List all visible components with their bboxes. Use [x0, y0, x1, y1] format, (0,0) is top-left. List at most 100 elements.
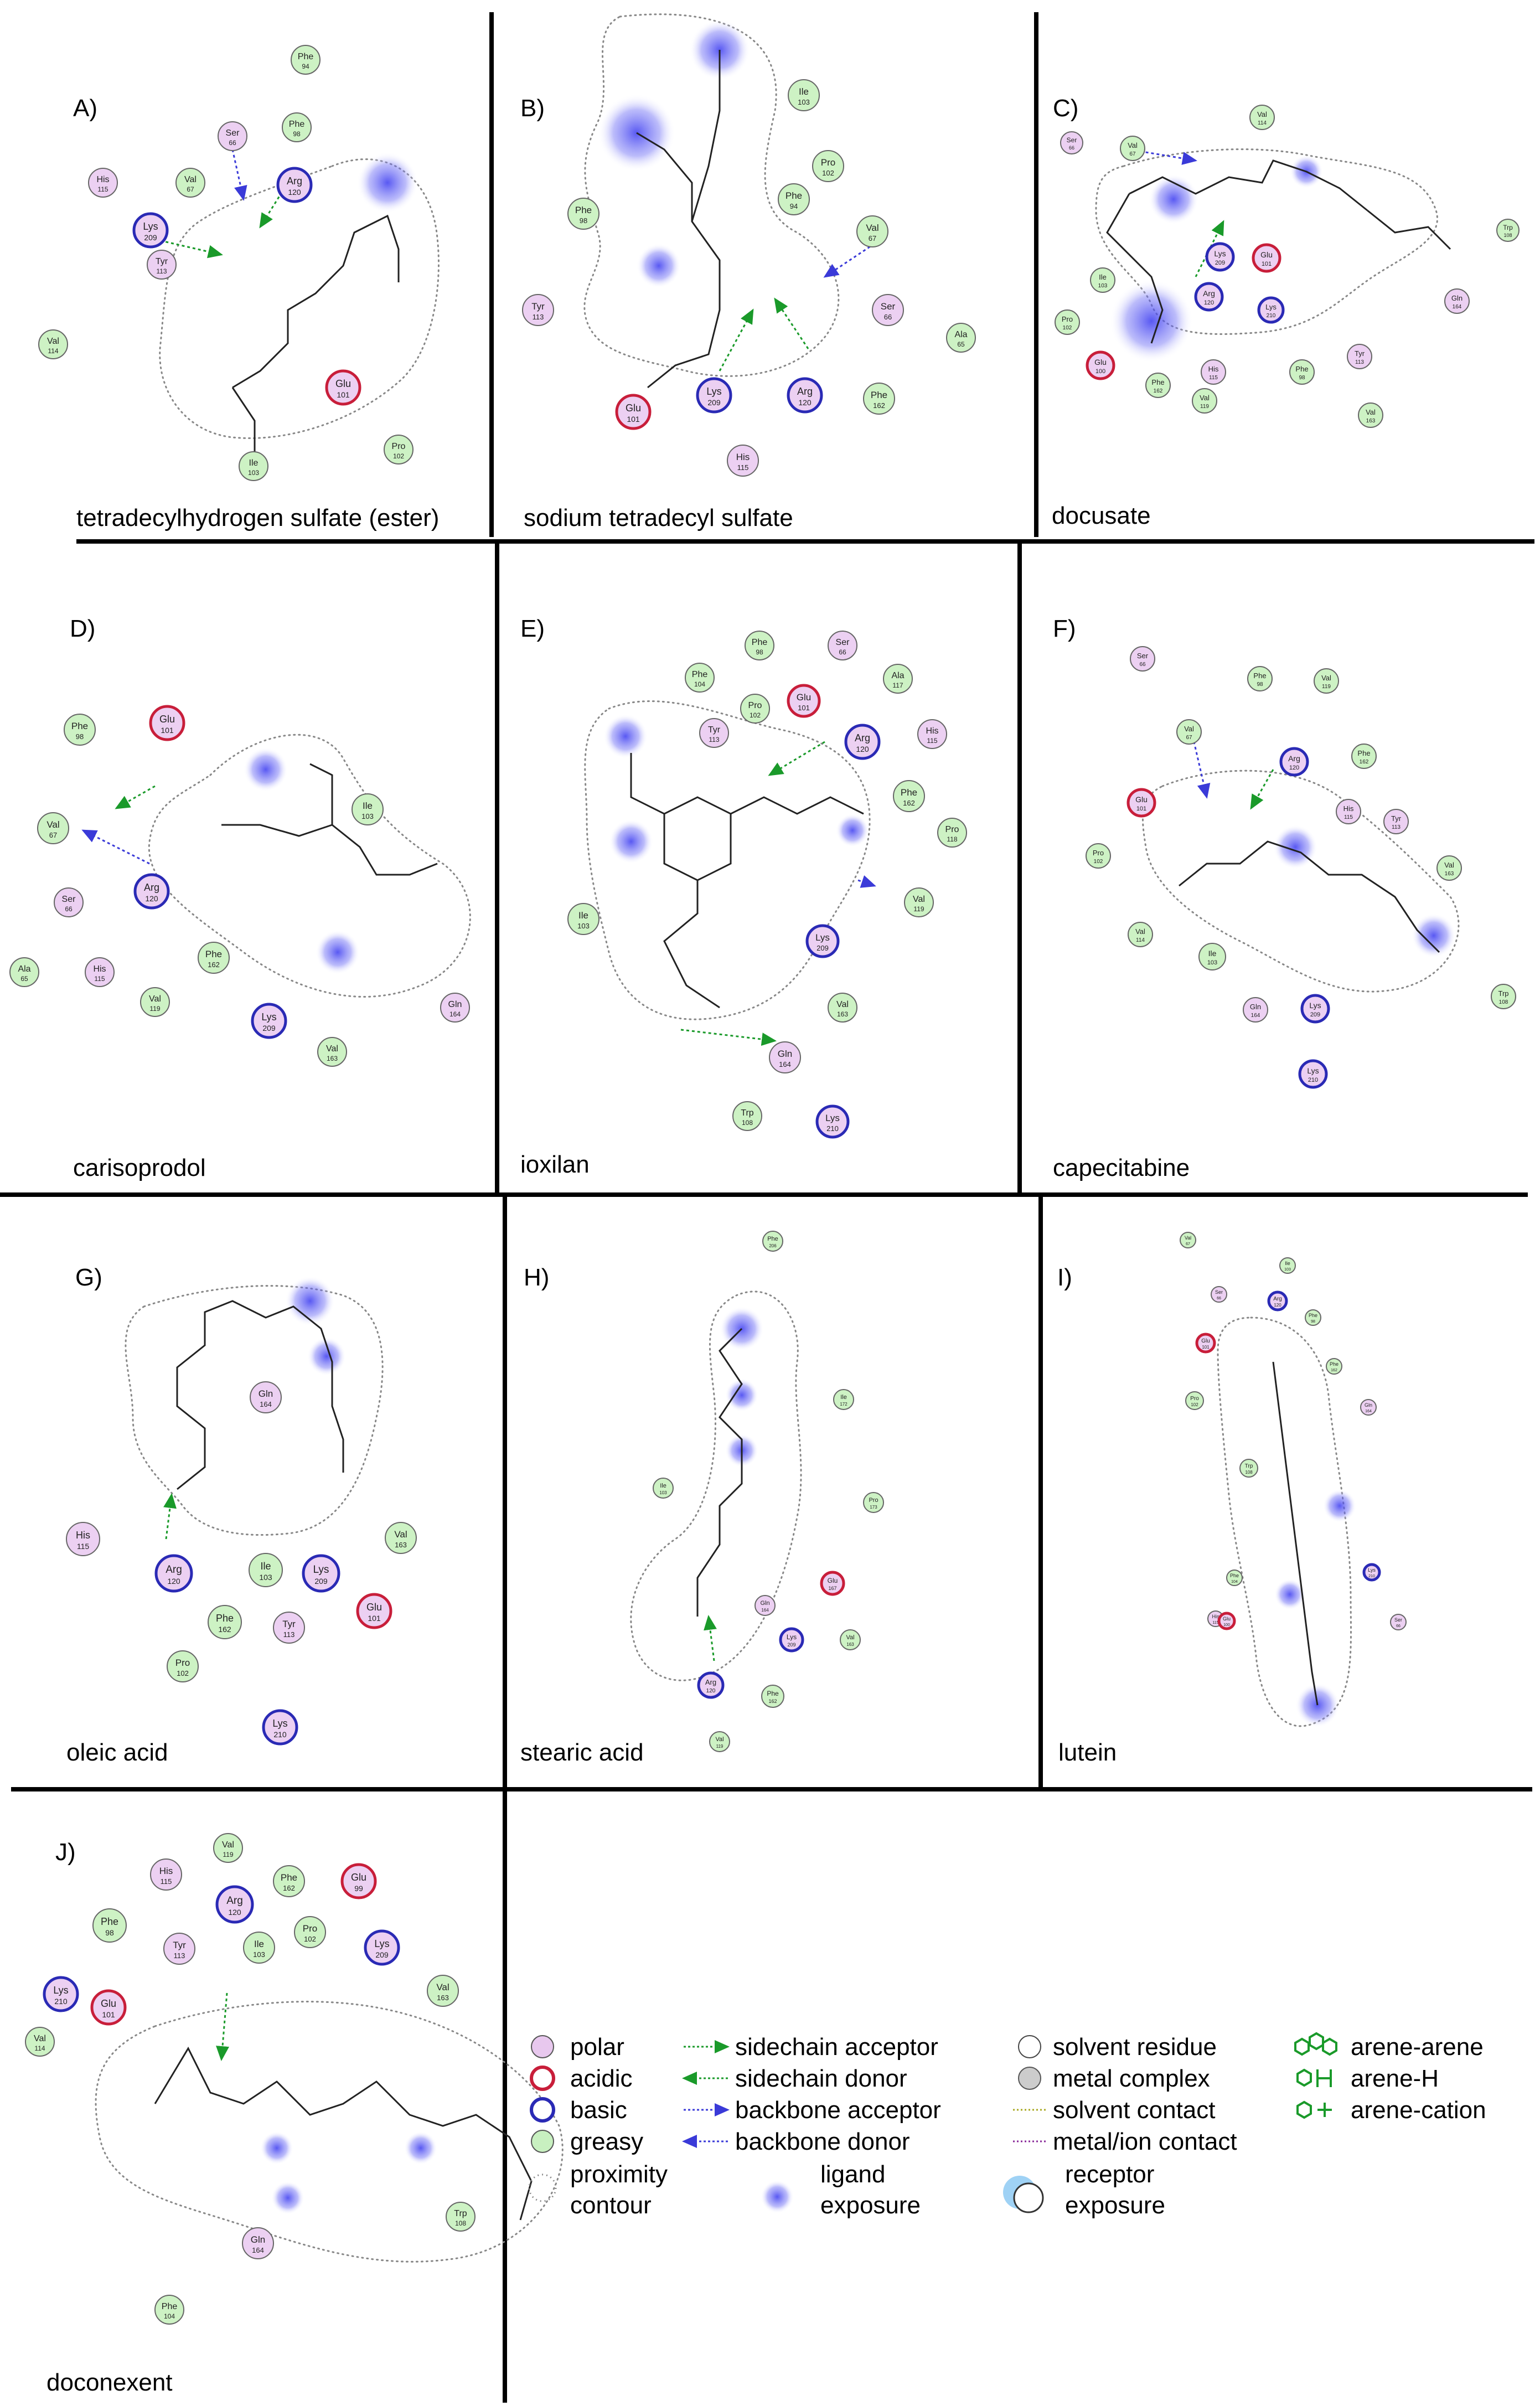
residue-name: Gln [778, 1049, 792, 1059]
residue-name: Lys [787, 1633, 797, 1641]
residue-name: Lys [1214, 249, 1226, 258]
residue-disc [1267, 1290, 1288, 1312]
residue-number: 120 [798, 398, 812, 407]
residue-name: Ile [363, 801, 373, 811]
residue-number: 108 [1245, 1470, 1253, 1475]
residue-disc [769, 1041, 801, 1073]
residue-name: His [1212, 1614, 1219, 1619]
residue-disc [815, 1104, 850, 1139]
residue-number: 113 [1355, 359, 1364, 365]
residue-name: Val [326, 1044, 338, 1054]
residue-number: 67 [1186, 1242, 1190, 1246]
residue-disc [276, 167, 313, 203]
residue-name: His [1208, 365, 1219, 373]
residue-number: 119 [1322, 684, 1331, 690]
residue-disc [37, 812, 69, 844]
residue-name: Gln [760, 1600, 769, 1607]
residue-name: Arg [1288, 754, 1300, 763]
residue-number: 108 [742, 1119, 753, 1127]
legend-greasy-swatch [531, 2130, 554, 2153]
residue-name: Pro [1190, 1396, 1199, 1402]
residue-name: His [1343, 804, 1354, 813]
residue-name: Val [913, 895, 925, 904]
residue-name: Gln [251, 2234, 265, 2245]
residue-name: Glu [797, 692, 811, 703]
residue-name: Arg [705, 1678, 716, 1686]
residue-name: Tyr [1355, 349, 1365, 358]
legend-greasy-label: greasy [570, 2128, 643, 2155]
residue-number: 98 [293, 130, 301, 138]
residue-disc [251, 1003, 287, 1039]
residue-number: 115 [1209, 375, 1218, 381]
legend-receptor-exposure-label-2: exposure [1065, 2192, 1165, 2219]
legend-arene-arene-label: arene-arene [1351, 2033, 1484, 2061]
residue-name: Phe [281, 1872, 297, 1883]
residue-number: 67 [49, 831, 57, 839]
residue-name: Ser [1394, 1617, 1402, 1623]
residue-disc [446, 2202, 476, 2232]
residue-disc [167, 1650, 199, 1682]
residue-disc [522, 294, 554, 326]
panel-caption-b: sodium tetradecyl sulfate [524, 504, 793, 531]
residue-number: 164 [1453, 304, 1462, 310]
arene-cation-icon [1296, 2100, 1332, 2119]
residue-disc [340, 1863, 377, 1899]
residue-disc [740, 694, 770, 724]
residue-number: 163 [846, 1642, 854, 1647]
legend-solvent-residue-label: solvent residue [1053, 2033, 1217, 2061]
residue-disc [812, 150, 844, 182]
residue-disc [893, 780, 925, 812]
residue-name: Val [47, 337, 59, 346]
residue-number: 98 [756, 648, 763, 656]
panel-caption-d: carisoprodol [73, 1154, 206, 1181]
residue-disc [840, 1629, 861, 1650]
residue-number: 164 [449, 1010, 461, 1018]
residue-number: 66 [839, 648, 846, 656]
residue-disc [132, 212, 169, 249]
residue-disc [1120, 136, 1145, 161]
residue-number: 108 [1503, 233, 1512, 238]
residue-number: 98 [1299, 375, 1305, 381]
residue-number: 209 [144, 233, 157, 242]
proximity-contours [95, 13, 1460, 2263]
residue-name: Val [394, 1529, 407, 1540]
residue-number: 113 [1392, 824, 1401, 830]
residue-disc [66, 1522, 100, 1556]
residue-name: Val [846, 1634, 854, 1641]
residue-disc [883, 664, 913, 694]
residue-number: 117 [892, 681, 903, 689]
legend-receptor-exposure-label-1: receptor [1065, 2161, 1154, 2188]
residue-name: Lys [815, 932, 830, 943]
residue-number: 101 [161, 726, 174, 735]
legend-receptor-exposure-swatch [1013, 2182, 1044, 2213]
residue-number: 120 [856, 745, 869, 753]
residue-name: Ser [62, 895, 76, 904]
residue-name: Lys [53, 1985, 68, 1996]
residue-number: 101 [368, 1614, 381, 1623]
residue-number: 108 [1499, 999, 1508, 1005]
